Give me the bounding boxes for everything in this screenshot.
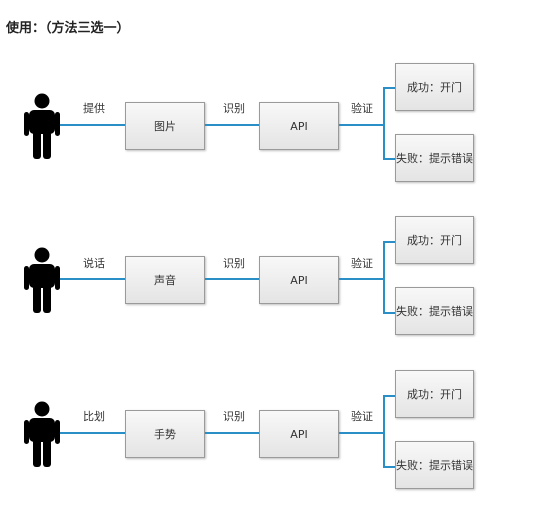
page-title: 使用：（方法三选一） <box>6 21 130 36</box>
connector-branch-failure <box>383 466 395 468</box>
success-box: 成功：开门 <box>395 63 474 111</box>
success-box: 成功：开门 <box>395 370 474 418</box>
person-icon <box>24 93 60 159</box>
api-box: API <box>259 256 339 304</box>
connector-source-api <box>205 278 259 280</box>
connector-branch-failure <box>383 312 395 314</box>
recognize-label: 识别 <box>223 410 245 423</box>
flow-row-gesture: 比划 手势 识别 API 验证 成功：开门 失败：提示错误 <box>0 368 533 498</box>
connector-branch-failure <box>383 158 395 160</box>
api-box: API <box>259 410 339 458</box>
connector-branch-success <box>383 241 395 243</box>
branch-connector <box>383 395 385 468</box>
recognize-label: 识别 <box>223 257 245 270</box>
source-box: 声音 <box>125 256 205 304</box>
api-box: API <box>259 102 339 150</box>
input-label: 说话 <box>83 257 105 270</box>
connector-source-api <box>205 432 259 434</box>
input-label: 比划 <box>83 410 105 423</box>
connector-person-source <box>60 432 125 434</box>
source-box: 图片 <box>125 102 205 150</box>
connector-person-source <box>60 124 125 126</box>
branch-connector <box>383 241 385 314</box>
branch-connector <box>383 87 385 160</box>
verify-label: 验证 <box>351 410 373 423</box>
connector-person-source <box>60 278 125 280</box>
failure-box: 失败：提示错误 <box>395 287 474 335</box>
person-icon <box>24 247 60 313</box>
connector-api-branch <box>339 278 385 280</box>
person-icon <box>24 401 60 467</box>
verify-label: 验证 <box>351 102 373 115</box>
input-label: 提供 <box>83 102 105 115</box>
recognize-label: 识别 <box>223 102 245 115</box>
success-box: 成功：开门 <box>395 216 474 264</box>
connector-api-branch <box>339 432 385 434</box>
failure-box: 失败：提示错误 <box>395 441 474 489</box>
connector-api-branch <box>339 124 385 126</box>
flow-row-voice: 说话 声音 识别 API 验证 成功：开门 失败：提示错误 <box>0 214 533 344</box>
verify-label: 验证 <box>351 257 373 270</box>
connector-branch-success <box>383 87 395 89</box>
connector-branch-success <box>383 395 395 397</box>
failure-box: 失败：提示错误 <box>395 134 474 182</box>
flow-row-image: 提供 图片 识别 API 验证 成功：开门 失败：提示错误 <box>0 60 533 190</box>
connector-source-api <box>205 124 259 126</box>
source-box: 手势 <box>125 410 205 458</box>
